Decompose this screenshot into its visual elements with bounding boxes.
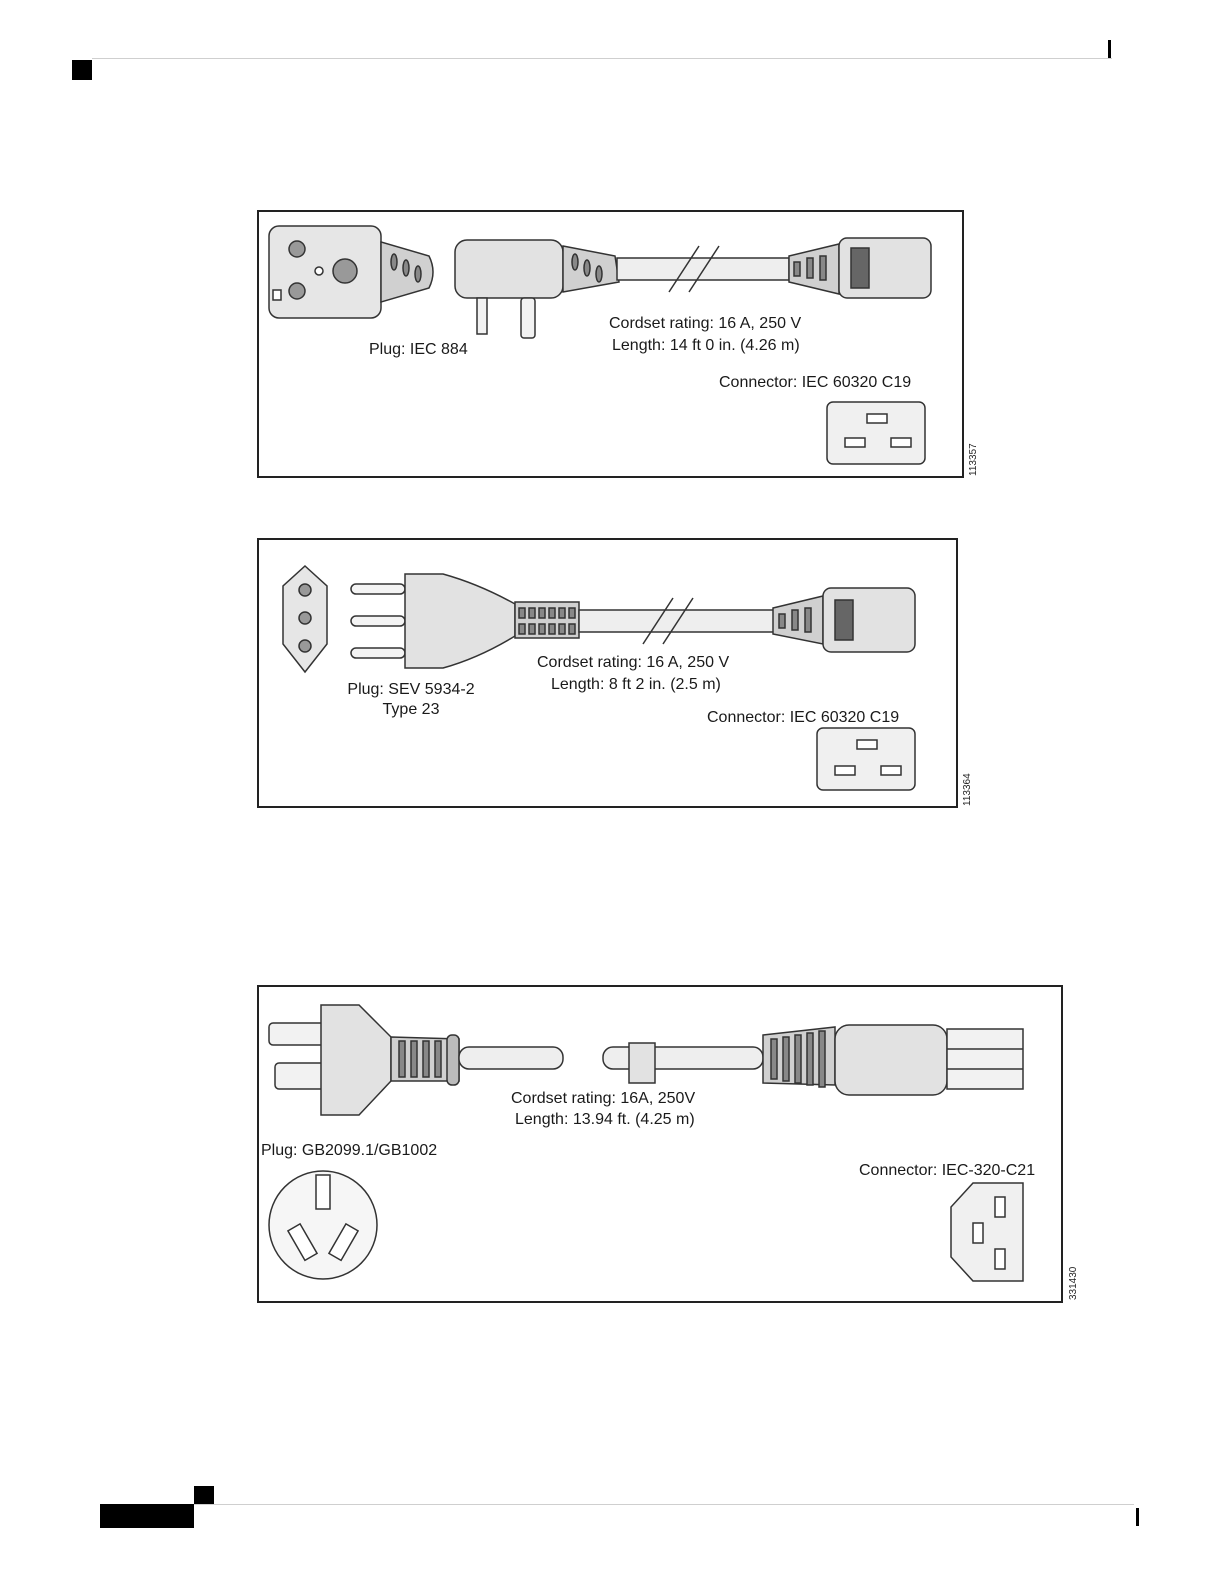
figure-iec-884-cord: Plug: IEC 884 Cordset rating: 16 A, 250 … [257, 210, 964, 478]
plug-label-line1: Plug: SEV 5934-2 [347, 681, 475, 698]
cordset-rating-label: Cordset rating: 16 A, 250 V [609, 315, 802, 332]
connector-label: Connector: IEC-320-C21 [859, 1162, 1036, 1179]
footer-rule [194, 1504, 1134, 1505]
plug-label-line2: Type 23 [382, 701, 440, 718]
connector-label: Connector: IEC 60320 C19 [719, 374, 912, 391]
connector-label: Connector: IEC 60320 C19 [707, 709, 900, 726]
figure-number: 113364 [962, 773, 973, 806]
plug-label: Plug: IEC 884 [369, 341, 468, 358]
cord-length-label: Length: 13.94 ft. (4.25 m) [515, 1111, 695, 1128]
plug-label: Plug: GB2099.1/GB1002 [261, 1142, 438, 1159]
figure-number: 331430 [1068, 1266, 1079, 1300]
gb2099-cord-drawing [268, 1004, 1024, 1282]
header-rule [92, 58, 1112, 59]
header-left-marker [72, 60, 92, 80]
sev-5934-cord-drawing [282, 564, 916, 791]
cord-length-label: Length: 14 ft 0 in. (4.26 m) [612, 337, 800, 354]
figure-number: 113357 [968, 443, 979, 476]
footer-left-tab [100, 1504, 194, 1528]
cord-length-label: Length: 8 ft 2 in. (2.5 m) [551, 676, 721, 693]
figure-sev-5934-cord: Plug: SEV 5934-2 Type 23 Cordset rating:… [257, 538, 958, 808]
figure-gb2099-cord: Plug: GB2099.1/GB1002 Cordset rating: 16… [257, 985, 1063, 1303]
plug-label: Plug: SEV 5934-2 Type 23 [337, 680, 485, 720]
iec-884-cord-drawing [268, 225, 932, 465]
header-right-tick [1108, 40, 1111, 58]
footer-right-tick [1136, 1508, 1139, 1526]
cordset-rating-label: Cordset rating: 16A, 250V [511, 1090, 696, 1107]
cordset-rating-label: Cordset rating: 16 A, 250 V [537, 654, 730, 671]
footer-left-marker [194, 1486, 214, 1504]
